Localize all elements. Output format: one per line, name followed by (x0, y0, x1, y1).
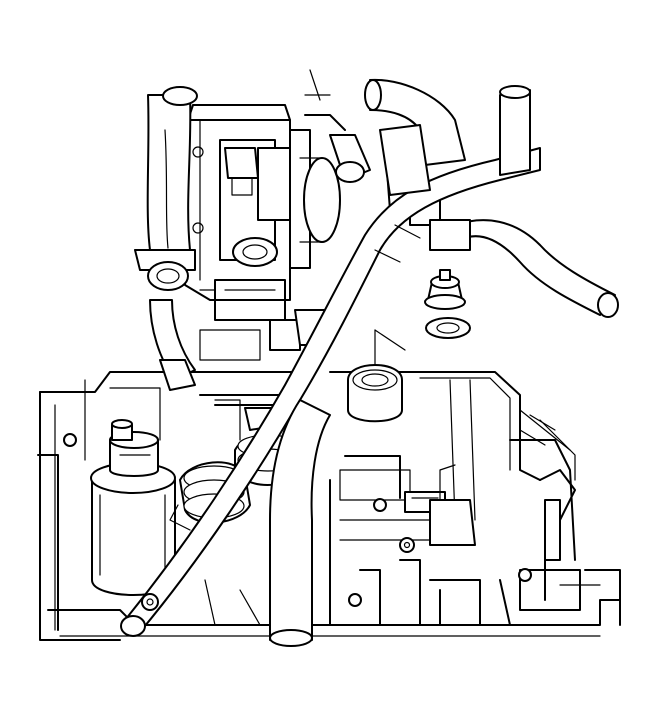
filter-canister (90, 419, 176, 596)
upper-radiator-hose (304, 69, 466, 196)
bolt-and-washer (424, 269, 471, 339)
fasteners (63, 433, 532, 611)
coolant-hose-left (134, 86, 198, 381)
engine-block (37, 371, 621, 641)
throttle-body (184, 104, 346, 346)
filler-port (347, 329, 406, 423)
coolant-hose-right (429, 85, 619, 318)
right-bracket (519, 414, 576, 561)
vertical-hose (269, 399, 331, 647)
electrical-connector (404, 464, 476, 546)
